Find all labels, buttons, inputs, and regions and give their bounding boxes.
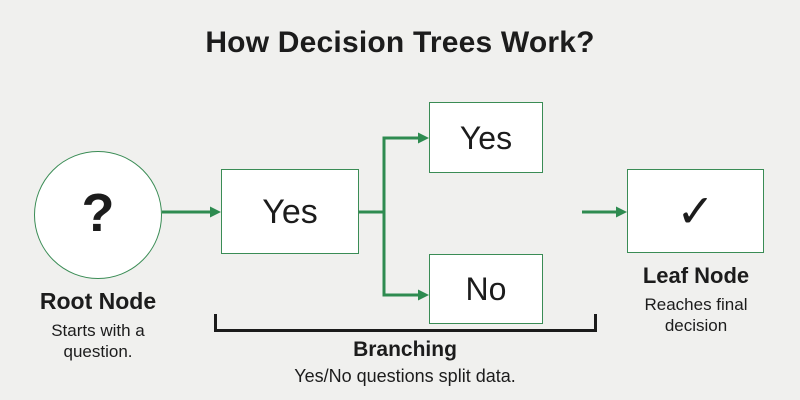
leaf-node-box: ✓ <box>627 169 764 253</box>
leaf-node-description: Reaches final decision <box>644 295 748 336</box>
branch-no-label: No <box>465 271 507 307</box>
question-mark-icon: ? <box>81 183 115 243</box>
decision-box: Yes <box>221 169 359 254</box>
root-node-circle: ? <box>34 151 162 279</box>
page-title: How Decision Trees Work? <box>205 26 595 59</box>
root-node-title: Root Node <box>39 288 157 314</box>
branching-bracket <box>214 314 597 332</box>
decision-box-label: Yes <box>262 192 318 231</box>
leaf-node-caption: Leaf Node Reaches final decision <box>616 263 776 337</box>
branching-title: Branching <box>353 338 457 361</box>
root-node-caption: Root Node Starts with a question. <box>18 288 178 363</box>
branch-yes-label: Yes <box>459 119 513 156</box>
branching-caption: Branching Yes/No questions split data. <box>255 338 555 388</box>
branch-no-box: No <box>429 254 543 324</box>
root-node-description: Starts with a question. <box>51 321 145 362</box>
branching-description: Yes/No questions split data. <box>294 366 516 386</box>
checkmark-icon: ✓ <box>676 185 715 237</box>
branch-yes-box: Yes <box>429 102 543 173</box>
leaf-node-title: Leaf Node <box>642 263 750 288</box>
